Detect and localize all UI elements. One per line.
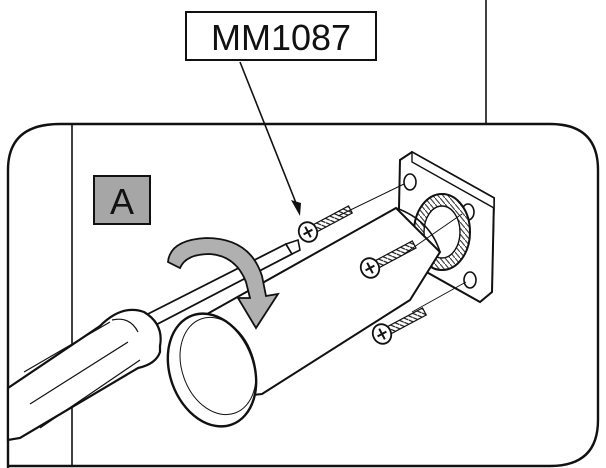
leader-line [239, 61, 301, 216]
part-number-label: MM1087 [211, 17, 351, 58]
detail-frame [6, 122, 600, 468]
rotation-arrow-icon [167, 237, 280, 330]
part-number-callout: MM1087 [185, 11, 377, 61]
step-label: A [110, 181, 134, 222]
tube-leg-icon [166, 206, 442, 428]
step-label-box: A [93, 175, 151, 225]
screw-icon [297, 205, 428, 345]
